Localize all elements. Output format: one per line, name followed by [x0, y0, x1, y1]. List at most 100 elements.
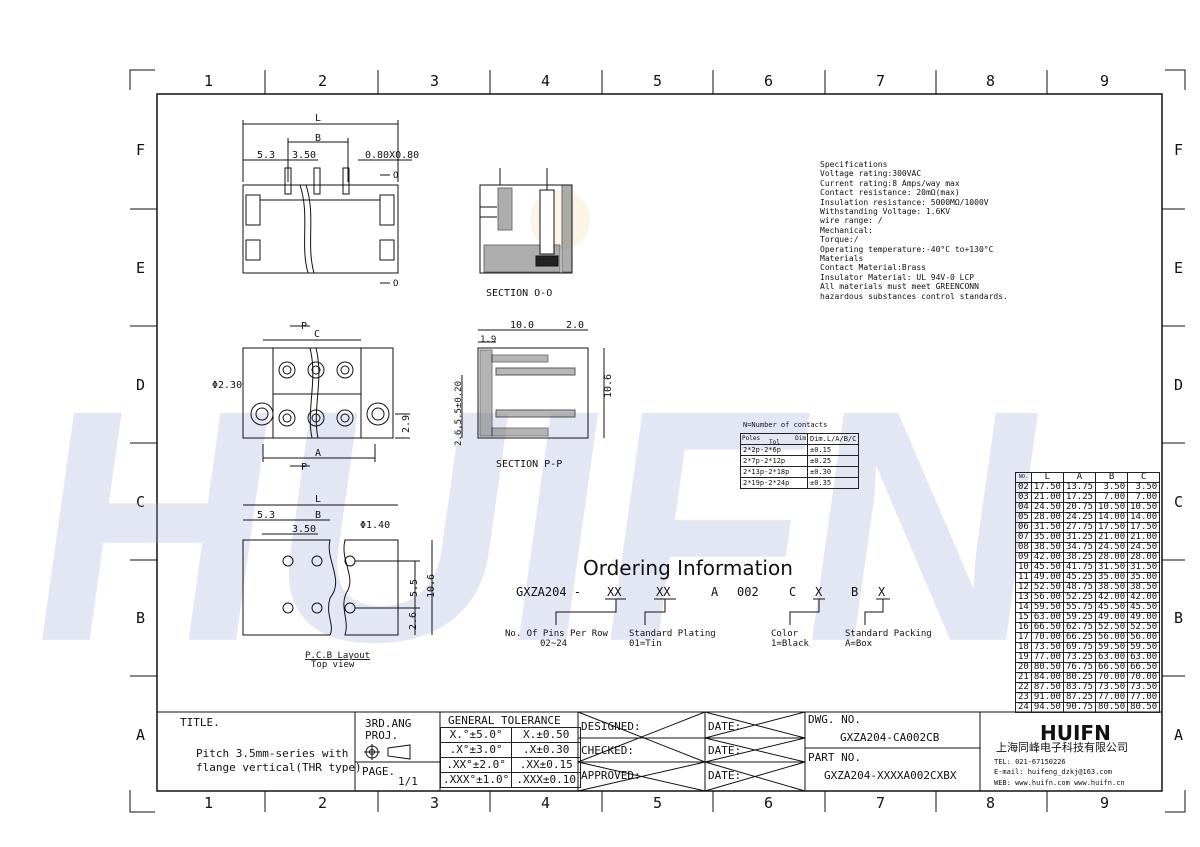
tol-row: 2*7p-2*12p±0.25 [740, 455, 860, 467]
dim-cell: 77.00 [1127, 692, 1161, 703]
spec-line: wire range: / [820, 216, 883, 226]
dim-row-poles: 18 [1015, 642, 1032, 653]
dim-cell: 14.00 [1127, 512, 1161, 523]
code-seg1: XX [607, 585, 622, 599]
dim-cell: 56.00 [1030, 592, 1064, 603]
dim-pcb-3-50: 3.50 [292, 524, 316, 535]
sheet-corner-marks [129, 69, 1186, 813]
date-label-2: DATE: [708, 744, 741, 757]
gen-tol-cell: .X°±3.0° [439, 742, 513, 758]
dim-row-poles: 07 [1015, 532, 1032, 543]
projection-symbol [364, 744, 411, 760]
proj-label2: PROJ. [365, 729, 398, 742]
spec-line: Mechanical: [820, 225, 873, 235]
dim-row-poles: 22 [1015, 682, 1032, 693]
grid-col-label-top: 8 [986, 72, 995, 90]
dim-row-poles: 03 [1015, 492, 1032, 503]
dim-cell: 66.50 [1030, 622, 1064, 633]
grid-row-label-right: A [1174, 726, 1183, 744]
dim-cell: 10.50 [1095, 502, 1129, 513]
dim-row-poles: 16 [1015, 622, 1032, 633]
title-label: TITLE. [180, 716, 220, 729]
dim-pcb-B: B [315, 510, 321, 521]
dim-cell: 38.50 [1127, 582, 1161, 593]
approved-label: APPROVED: [581, 769, 641, 782]
dim-cell: 83.75 [1062, 682, 1097, 693]
dim-top-o2: O [393, 279, 398, 289]
dim-row-poles: 23 [1015, 692, 1032, 703]
dim-cell: 49.00 [1095, 612, 1129, 623]
grid-row-label-right: D [1174, 376, 1183, 394]
dim-cell: 20.75 [1062, 502, 1097, 513]
dim-cell: 73.50 [1127, 682, 1161, 693]
dim-cell: 17.50 [1095, 522, 1129, 533]
dim-cell: 35.00 [1030, 532, 1064, 543]
dim-cell: 69.75 [1062, 642, 1097, 653]
section-oo-label: SECTION O-O [486, 288, 552, 299]
dim-cell: 80.50 [1095, 702, 1129, 713]
grid-row-label-right: E [1174, 259, 1183, 277]
spec-line: All materials must meet GREENCONN [820, 282, 979, 292]
grid-row-label-right: C [1174, 493, 1183, 511]
pcb-label: P.C.B Layout [305, 651, 370, 661]
grid-col-label-top: 7 [876, 72, 885, 90]
dim-cell: 45.50 [1030, 562, 1064, 573]
dim-row-poles: 02 [1015, 482, 1032, 493]
dim-cell: 24.50 [1030, 502, 1064, 513]
dim-pp-left: 2.6,5.5±0.20 [454, 381, 464, 446]
dim-cell: 52.25 [1062, 592, 1097, 603]
dim-mid-A: A [315, 448, 321, 459]
grid-col-label-bottom: 5 [653, 794, 662, 812]
grid-row-label-left: A [136, 726, 145, 744]
dim-cell: 48.75 [1062, 582, 1097, 593]
dim-cell: 66.50 [1095, 662, 1129, 673]
tol-cell-range: 2*13p-2*18p [740, 466, 808, 478]
dim-cell: 56.00 [1095, 632, 1129, 643]
dim-cell: 49.00 [1127, 612, 1161, 623]
dim-cell: 91.00 [1030, 692, 1064, 703]
dim-pcb-5-5: 5.5 [409, 579, 420, 597]
tolerance-caption: N=Number of contacts [743, 421, 828, 429]
tol-cell-range: 2*7p-2*12p [740, 455, 808, 467]
dim-cell: 3.50 [1095, 482, 1129, 493]
code-seg5: C [789, 585, 796, 599]
spec-line: Insulator Material: UL 94V-0 LCP [820, 272, 975, 282]
dwg-label: DWG. NO. [808, 713, 861, 726]
dim-pp-2: 2.0 [566, 320, 584, 331]
tol-header-poles: Poles [742, 435, 761, 442]
grid-col-label-bottom: 6 [764, 794, 773, 812]
dim-cell: 77.00 [1095, 692, 1129, 703]
grid-row-label-left: F [136, 141, 145, 159]
dim-top-o1: O [393, 171, 398, 181]
page-label: PAGE. [362, 765, 395, 778]
page-value: 1/1 [398, 775, 418, 788]
dim-row-poles: 24 [1015, 702, 1032, 713]
company-web: WEB: www.huifn.com www.huifn.cn [994, 779, 1125, 787]
dim-row-poles: 06 [1015, 522, 1032, 533]
dim-cell: 45.50 [1127, 602, 1161, 613]
dim-row-poles: 21 [1015, 672, 1032, 683]
dim-row-poles: 09 [1015, 552, 1032, 563]
dim-cell: 55.75 [1062, 602, 1097, 613]
dim-cell: 87.25 [1062, 692, 1097, 703]
code-seg3: A [711, 585, 719, 599]
dim-cell: 21.00 [1127, 532, 1161, 543]
dim-cell: 62.75 [1062, 622, 1097, 633]
tol-row: 2*19p-2*24p±0.35 [740, 477, 860, 489]
dim-cell: 42.00 [1127, 592, 1161, 603]
dim-cell: 17.50 [1127, 522, 1161, 533]
grid-col-label-top: 3 [430, 72, 439, 90]
grid-col-label-top: 9 [1100, 72, 1109, 90]
company-tel: TEL: 021-67150226 [994, 758, 1066, 766]
ordering-code: GXZA204 - XX XX A 002 C X B X [516, 585, 886, 599]
dim-cell: 28.00 [1095, 552, 1129, 563]
note-plating: Standard Plating [629, 629, 716, 639]
tol-cell-range: 2*19p-2*24p [740, 477, 808, 489]
checked-label: CHECKED: [581, 744, 634, 757]
general-tolerance-table: X.°±5.0°X.±0.50.X°±3.0°.X±0.30.XX°±2.0°.… [439, 727, 582, 788]
